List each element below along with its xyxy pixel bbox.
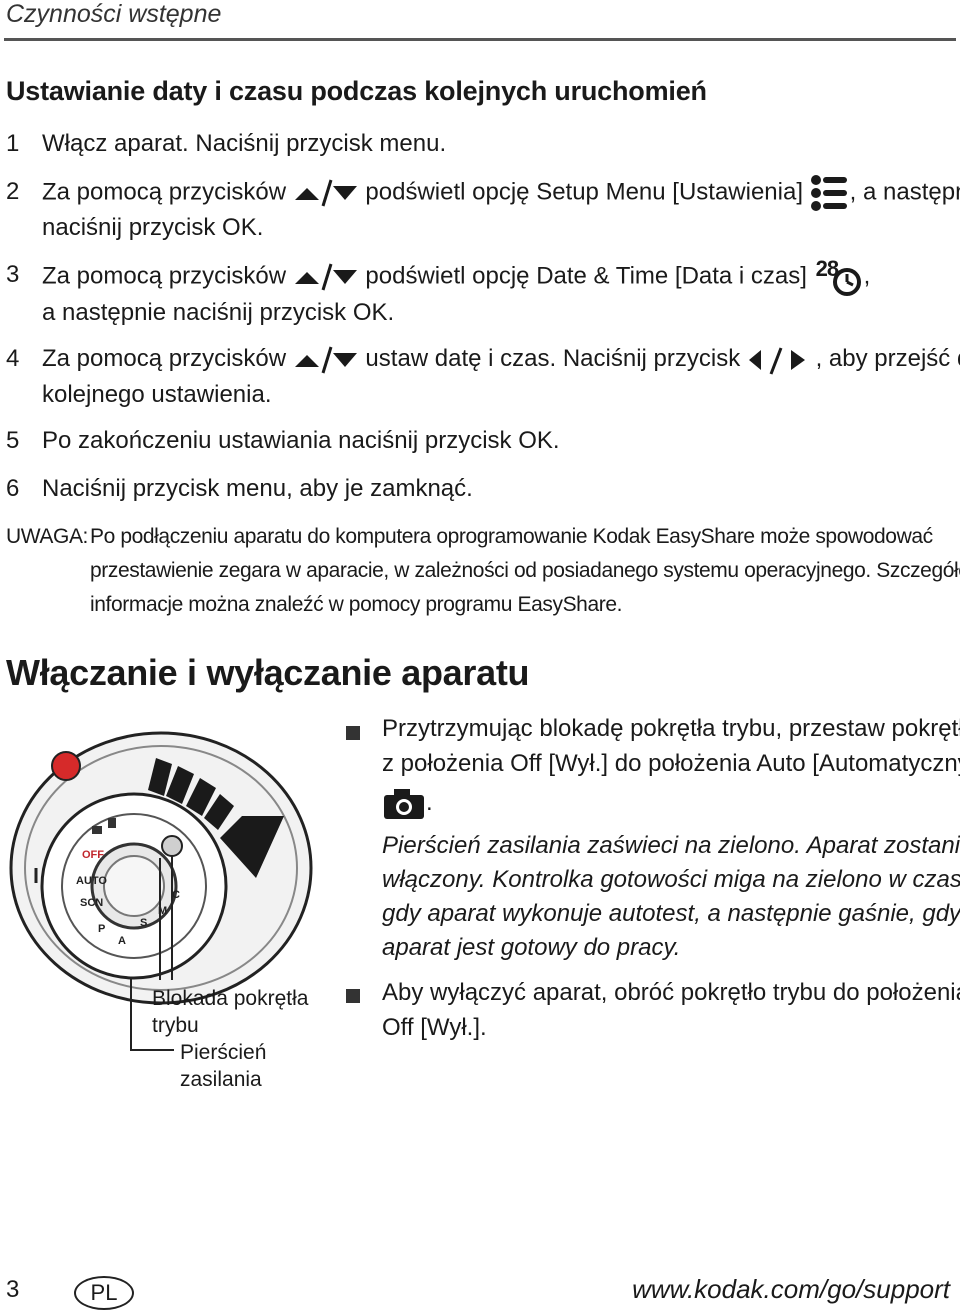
step-text: , bbox=[863, 262, 871, 290]
svg-text:AUTO: AUTO bbox=[76, 875, 107, 887]
up-down-arrows-icon bbox=[294, 346, 357, 374]
svg-text:SCN: SCN bbox=[80, 897, 103, 909]
bullet-1-line: Przytrzymując blokadę pokrętła trybu, pr… bbox=[382, 715, 960, 742]
bullet-2-line: Off [Wył.]. bbox=[382, 1014, 487, 1041]
bullet-2-line: Aby wyłączyć aparat, obróć pokrętło tryb… bbox=[382, 979, 960, 1006]
step-text: Naciśnij przycisk menu, aby je zamknąć. bbox=[42, 475, 473, 502]
callout-line-ring-h bbox=[130, 1049, 174, 1051]
note-line: Po podłączeniu aparatu do komputera opro… bbox=[90, 525, 933, 548]
step-text: kolejnego ustawienia. bbox=[42, 381, 272, 408]
note-line: przestawienie zegara w aparacie, w zależ… bbox=[90, 559, 960, 582]
step-text: Po zakończeniu ustawiania naciśnij przyc… bbox=[42, 427, 560, 454]
power-section-title: Włączanie i wyłączanie aparatu bbox=[6, 652, 530, 693]
note-label: UWAGA: bbox=[6, 525, 88, 548]
step-text: a następnie naciśnij przycisk OK. bbox=[42, 299, 395, 326]
mode-dial-illustration: OFF AUTO SCN P A S M C bbox=[9, 731, 313, 1005]
step-number: 4 bbox=[6, 345, 20, 372]
step-text: naciśnij przycisk OK. bbox=[42, 214, 264, 241]
bullet-marker bbox=[346, 989, 360, 1003]
language-badge: PL bbox=[74, 1276, 134, 1310]
bullet-marker bbox=[346, 726, 360, 740]
step-number: 6 bbox=[6, 475, 20, 502]
step-text: Za pomocą przycisków bbox=[42, 345, 287, 372]
setup-menu-icon bbox=[810, 175, 847, 211]
step-text: , a następnie bbox=[849, 178, 960, 206]
date-section-title: Ustawianie daty i czasu podczas kolejnyc… bbox=[6, 76, 707, 106]
section-header: Czynności wstępne bbox=[6, 0, 222, 28]
step-text: podświetl opcję Date & Time [Data i czas… bbox=[365, 262, 807, 290]
step-text: ustaw datę i czas. Naciśnij przycisk bbox=[365, 345, 741, 372]
support-url[interactable]: www.kodak.com/go/support bbox=[632, 1274, 950, 1304]
callout-line-ring bbox=[130, 978, 132, 1050]
svg-text:S: S bbox=[140, 917, 147, 929]
step-text: podświetl opcję Setup Menu [Ustawienia] bbox=[365, 178, 803, 206]
step-number: 5 bbox=[6, 427, 20, 454]
step-number: 1 bbox=[6, 130, 20, 157]
left-right-arrows-icon bbox=[748, 347, 805, 375]
svg-text:C: C bbox=[172, 889, 180, 901]
dial-mode-labels: OFF AUTO SCN P A S M C bbox=[76, 849, 180, 947]
camera-icon bbox=[384, 788, 424, 819]
step-text: Za pomocą przycisków bbox=[42, 178, 287, 206]
step-number: 3 bbox=[6, 261, 20, 288]
up-down-arrows-icon bbox=[294, 179, 357, 207]
result-line: włączony. Kontrolka gotowości miga na zi… bbox=[382, 866, 960, 893]
page-number: 3 bbox=[6, 1276, 20, 1303]
svg-text:M: M bbox=[158, 905, 167, 917]
step-text: Za pomocą przycisków bbox=[42, 262, 287, 290]
step-text: , aby przejść do bbox=[815, 345, 960, 372]
step-text: Włącz aparat. Naciśnij przycisk menu. bbox=[42, 130, 447, 157]
callout-ring: Pierścień zasilania bbox=[180, 1041, 267, 1091]
result-line: gdy aparat wykonuje autotest, a następni… bbox=[382, 900, 960, 927]
bullet-1-icon-line: . bbox=[382, 786, 433, 821]
up-down-arrows-icon bbox=[294, 263, 357, 291]
date-time-icon: 28 bbox=[814, 256, 864, 297]
note-line: informacje można znaleźć w pomocy progra… bbox=[90, 593, 623, 616]
svg-text:OFF: OFF bbox=[82, 849, 104, 861]
result-line: aparat jest gotowy do pracy. bbox=[382, 934, 681, 961]
result-line: Pierścień zasilania zaświeci na zielono.… bbox=[382, 832, 960, 859]
svg-text:P: P bbox=[98, 923, 105, 935]
svg-text:A: A bbox=[118, 935, 126, 947]
header-rule bbox=[4, 38, 956, 41]
rotation-arrow-icon bbox=[148, 758, 284, 878]
bullet-1-line: z położenia Off [Wył.] do położenia Auto… bbox=[382, 750, 960, 777]
callout-lock: Blokada pokrętła trybu bbox=[152, 987, 309, 1037]
step-number: 2 bbox=[6, 178, 20, 205]
